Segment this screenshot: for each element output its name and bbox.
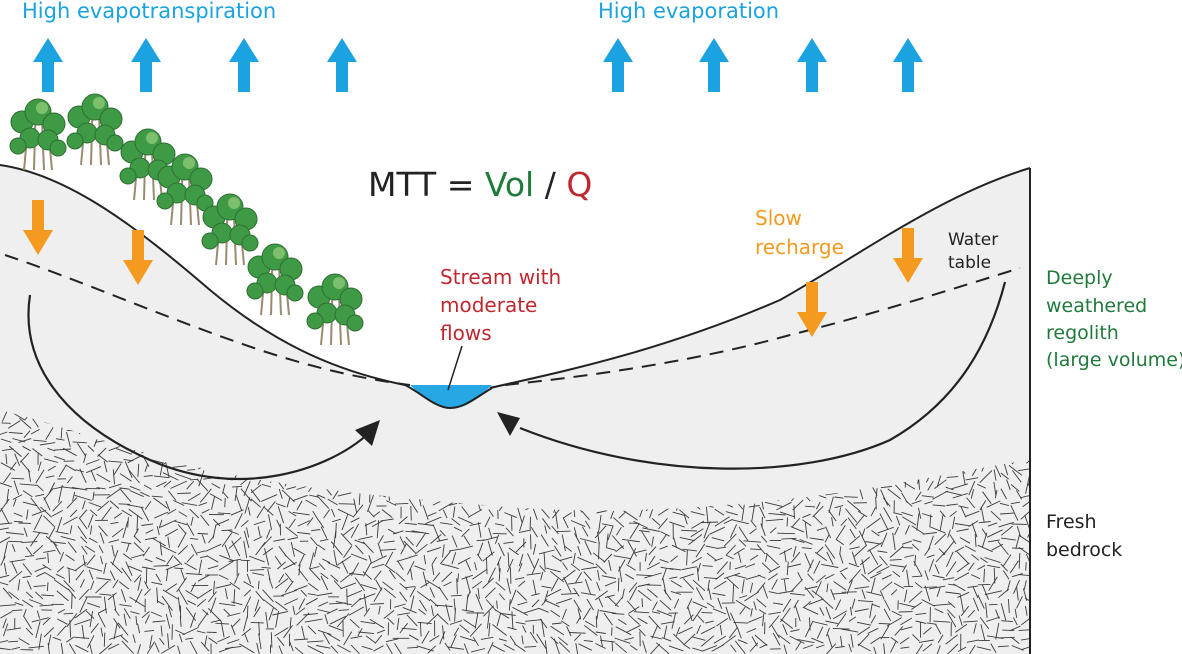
label-regolith: Deeply weathered regolith (large volume) bbox=[1046, 267, 1182, 371]
label-bedrock: Fresh bedrock bbox=[1046, 511, 1122, 561]
flow-path-left bbox=[27, 294, 371, 480]
water-table-line-right bbox=[504, 267, 1021, 386]
label-stream: Stream with moderate flows bbox=[440, 265, 568, 345]
stream-channel bbox=[404, 384, 493, 410]
tree-cluster bbox=[9, 93, 364, 346]
evaporation-arrow-8 bbox=[893, 38, 923, 92]
recharge-arrow-4 bbox=[797, 282, 827, 337]
tree bbox=[66, 93, 124, 166]
evaporation-arrow-6 bbox=[699, 38, 729, 92]
recharge-arrow-3 bbox=[893, 228, 923, 283]
flow-arrowhead-right bbox=[497, 412, 520, 436]
up-arrows bbox=[33, 38, 923, 92]
label-slow-recharge: Slow recharge bbox=[755, 206, 844, 259]
water-table-line bbox=[4, 254, 411, 386]
tree bbox=[201, 193, 259, 266]
tree bbox=[9, 98, 67, 171]
evaporation-arrow-1 bbox=[33, 38, 63, 92]
formula-q: Q bbox=[566, 165, 592, 204]
evaporation-arrow-7 bbox=[797, 38, 827, 92]
recharge-arrow-1 bbox=[23, 200, 53, 255]
recharge-arrows bbox=[23, 200, 923, 337]
flow-path-right bbox=[519, 281, 1007, 470]
label-water-table: Water table bbox=[948, 230, 1004, 273]
recharge-arrow-2 bbox=[123, 230, 153, 285]
ground-surface-line-right bbox=[489, 167, 1031, 389]
evaporation-arrow-4 bbox=[327, 38, 357, 92]
label-high-evaporation: High evaporation bbox=[598, 0, 779, 23]
flow-arrowhead-left bbox=[355, 420, 380, 446]
label-high-evapotranspiration: High evapotranspiration bbox=[22, 0, 276, 23]
tree bbox=[119, 128, 177, 201]
formula-equals: = bbox=[436, 165, 485, 204]
mtt-formula: MTT = Vol / Q bbox=[368, 165, 592, 204]
evaporation-arrow-5 bbox=[603, 38, 633, 92]
tree bbox=[156, 153, 214, 226]
formula-slash: / bbox=[534, 165, 566, 204]
evaporation-arrow-3 bbox=[229, 38, 259, 92]
tree bbox=[306, 273, 364, 346]
ground-surface-line bbox=[0, 164, 406, 386]
formula-vol: Vol bbox=[485, 165, 534, 204]
stream-water bbox=[410, 385, 492, 409]
tree bbox=[246, 243, 304, 316]
formula-mtt: MTT bbox=[368, 165, 437, 204]
stream-leader-line bbox=[447, 345, 463, 391]
regolith-body bbox=[0, 165, 1030, 654]
evaporation-arrow-2 bbox=[131, 38, 161, 92]
